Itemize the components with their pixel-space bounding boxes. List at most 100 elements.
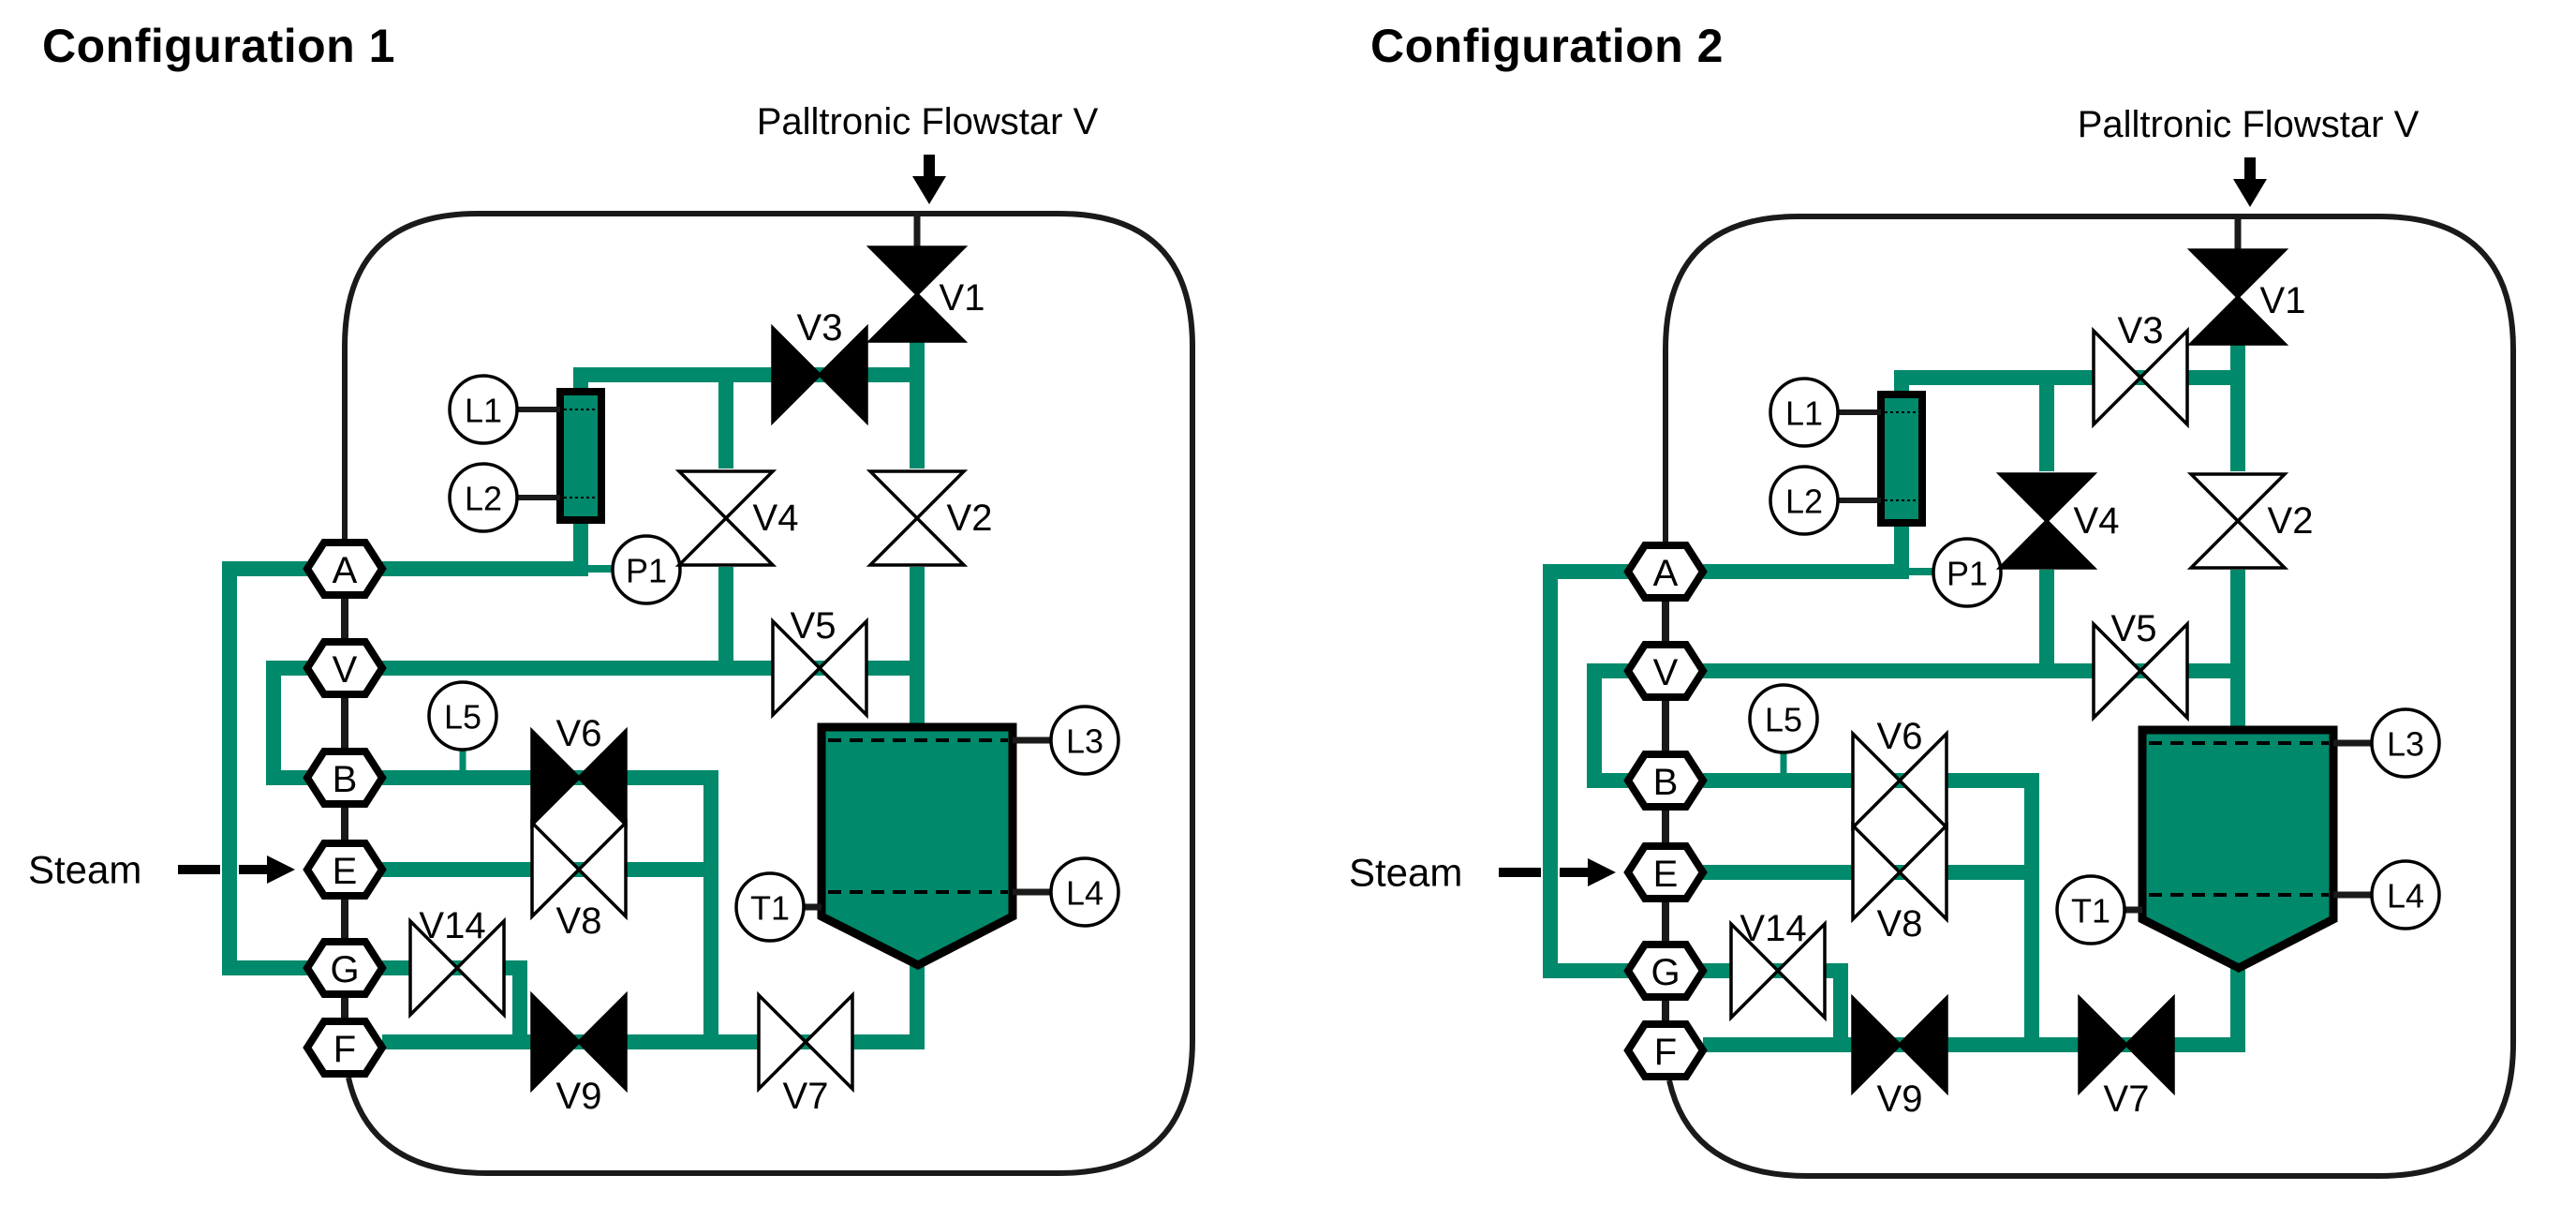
steam-arrow-icon bbox=[267, 855, 295, 884]
sensor-l1[interactable]: L1 bbox=[1769, 377, 1840, 448]
port-label: V bbox=[1653, 652, 1679, 693]
valve-closed-icon bbox=[771, 323, 868, 426]
sensor-label: T1 bbox=[750, 889, 790, 928]
port-v[interactable]: V bbox=[1623, 641, 1708, 701]
port-hexagon-icon bbox=[303, 1018, 387, 1078]
valve-open-icon bbox=[1729, 919, 1827, 1022]
port-label: F bbox=[333, 1029, 356, 1070]
valve-closed-icon bbox=[530, 726, 628, 829]
sensor-p1[interactable]: P1 bbox=[611, 534, 682, 605]
valve-v6[interactable]: V6 bbox=[1851, 716, 1948, 832]
valve-label: V14 bbox=[419, 905, 485, 946]
port-f[interactable]: F bbox=[1623, 1020, 1708, 1080]
port-hexagon-icon bbox=[1623, 842, 1708, 902]
config-1-title: Configuration 1 bbox=[42, 20, 395, 72]
sensor-l4[interactable]: L4 bbox=[1049, 856, 1120, 928]
sensor-l2[interactable]: L2 bbox=[448, 462, 519, 533]
valve-label: V6 bbox=[1877, 716, 1923, 757]
port-g[interactable]: G bbox=[303, 938, 387, 998]
valve-v3[interactable]: V3 bbox=[771, 307, 868, 426]
pipe-segment bbox=[1587, 663, 1628, 788]
port-a[interactable]: A bbox=[303, 539, 387, 599]
sensor-l4[interactable]: L4 bbox=[2370, 859, 2441, 930]
valve-open-icon bbox=[1851, 821, 1948, 924]
configuration-1: Palltronic Flowstar VL1L2P1L3L4T1L5V1V2V… bbox=[28, 101, 1195, 1176]
port-hexagon-icon bbox=[303, 539, 387, 599]
pipe-segment bbox=[1703, 773, 2039, 1045]
port-g[interactable]: G bbox=[1623, 941, 1708, 1001]
sensor-label: L1 bbox=[465, 392, 502, 430]
valve-label: V1 bbox=[940, 277, 985, 319]
source-label: Palltronic Flowstar V bbox=[757, 101, 1099, 142]
valve-v14[interactable]: V14 bbox=[1729, 908, 1827, 1022]
sensor-p1[interactable]: P1 bbox=[1932, 537, 2003, 608]
valve-open-icon bbox=[2186, 472, 2289, 570]
valve-v7[interactable]: V7 bbox=[757, 990, 854, 1117]
valve-v8[interactable]: V8 bbox=[1851, 821, 1948, 945]
valve-closed-icon bbox=[530, 990, 628, 1094]
valve-closed-icon bbox=[866, 245, 969, 343]
sensor-l5[interactable]: L5 bbox=[1748, 683, 1819, 754]
port-label: G bbox=[330, 949, 359, 990]
valve-v2[interactable]: V2 bbox=[2186, 472, 2313, 570]
sensor-l3[interactable]: L3 bbox=[1049, 705, 1120, 776]
valve-v9[interactable]: V9 bbox=[1851, 993, 1948, 1120]
valve-closed-icon bbox=[1851, 993, 1948, 1096]
sensor-circle-icon bbox=[611, 534, 682, 605]
sensor-l2[interactable]: L2 bbox=[1769, 465, 1840, 536]
steam-arrow-icon bbox=[1588, 858, 1616, 886]
valve-v9[interactable]: V9 bbox=[530, 990, 628, 1117]
valve-v2[interactable]: V2 bbox=[866, 469, 993, 567]
port-f[interactable]: F bbox=[303, 1018, 387, 1078]
sensor-t1[interactable]: T1 bbox=[2055, 874, 2126, 945]
valve-v8[interactable]: V8 bbox=[530, 818, 628, 942]
sensor-circle-icon bbox=[1049, 856, 1120, 928]
port-b[interactable]: B bbox=[303, 748, 387, 808]
sensor-label: L4 bbox=[2387, 877, 2424, 915]
valve-open-icon bbox=[530, 818, 628, 921]
valve-closed-icon bbox=[1995, 472, 2098, 570]
valve-v3[interactable]: V3 bbox=[2092, 310, 2189, 429]
tank-vessel bbox=[2138, 725, 2338, 974]
sensor-circle-icon bbox=[427, 680, 498, 751]
port-b[interactable]: B bbox=[1623, 751, 1708, 811]
configuration-2: Palltronic Flowstar VL1L2P1L3L4T1L5V1V2V… bbox=[1349, 104, 2516, 1179]
valve-v6[interactable]: V6 bbox=[530, 713, 628, 829]
valve-label: V4 bbox=[2074, 500, 2120, 542]
valve-label: V5 bbox=[2111, 608, 2157, 649]
sensor-label: L5 bbox=[444, 698, 481, 736]
valve-v1[interactable]: V1 bbox=[866, 245, 985, 343]
sensor-circle-icon bbox=[448, 374, 519, 445]
port-hexagon-icon bbox=[1623, 1020, 1708, 1080]
valve-v5[interactable]: V5 bbox=[2092, 608, 2189, 722]
valve-label: V6 bbox=[556, 713, 602, 754]
sensor-l5[interactable]: L5 bbox=[427, 680, 498, 751]
valve-label: V2 bbox=[947, 498, 993, 539]
sensor-label: L2 bbox=[465, 480, 502, 518]
valve-open-icon bbox=[674, 469, 777, 567]
valve-v5[interactable]: V5 bbox=[771, 605, 868, 720]
sensor-l3[interactable]: L3 bbox=[2370, 707, 2441, 779]
port-hexagon-icon bbox=[303, 638, 387, 698]
port-e[interactable]: E bbox=[303, 840, 387, 900]
sensor-l1[interactable]: L1 bbox=[448, 374, 519, 445]
port-hexagon-icon bbox=[1623, 941, 1708, 1001]
sensor-circle-icon bbox=[2370, 859, 2441, 930]
valve-v4[interactable]: V4 bbox=[674, 469, 798, 567]
port-e[interactable]: E bbox=[1623, 842, 1708, 902]
valve-label: V3 bbox=[2118, 310, 2164, 351]
valve-v14[interactable]: V14 bbox=[408, 905, 506, 1019]
port-hexagon-icon bbox=[1623, 542, 1708, 602]
valve-label: V8 bbox=[556, 900, 602, 942]
valve-label: V9 bbox=[1877, 1079, 1923, 1120]
valve-v4[interactable]: V4 bbox=[1995, 472, 2120, 570]
sensor-label: L3 bbox=[2387, 725, 2424, 764]
valve-v1[interactable]: V1 bbox=[2186, 248, 2305, 346]
sensor-t1[interactable]: T1 bbox=[734, 871, 806, 943]
port-label: B bbox=[1653, 762, 1679, 803]
port-a[interactable]: A bbox=[1623, 542, 1708, 602]
tank-vessel bbox=[817, 722, 1017, 971]
port-v[interactable]: V bbox=[303, 638, 387, 698]
valve-v7[interactable]: V7 bbox=[2078, 993, 2175, 1120]
pipe-segment bbox=[222, 561, 307, 975]
